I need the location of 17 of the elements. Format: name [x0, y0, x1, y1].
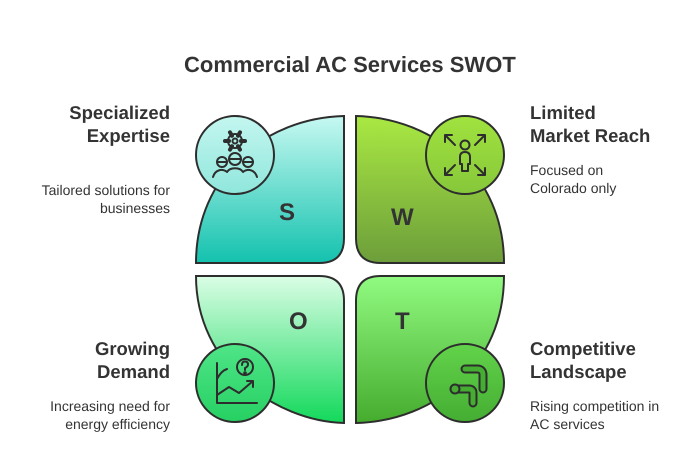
- quadrant-letter: T: [395, 310, 410, 334]
- quadrant-description: Rising competition in AC services: [530, 397, 660, 433]
- quadrant-heading: Competitive Landscape: [530, 337, 637, 383]
- diagram-title: Commercial AC Services SWOT: [184, 52, 516, 78]
- quadrant-letter: W: [391, 206, 414, 230]
- leaf-quadrant: [195, 115, 345, 264]
- quadrant-heading: Growing Demand: [94, 337, 170, 383]
- leaf-quadrant: [195, 275, 345, 424]
- quadrant-heading: Limited Market Reach: [530, 101, 652, 147]
- quadrant-description: Tailored solutions for businesses: [40, 181, 170, 217]
- leaf-quadrant: [355, 275, 505, 424]
- leaf-quadrant: [355, 115, 505, 264]
- quadrant-description: Focused on Colorado only: [530, 161, 618, 197]
- quadrant-description: Increasing need for energy efficiency: [49, 397, 170, 433]
- quadrant-heading: Specialized Expertise: [68, 101, 170, 147]
- quadrant-letter: O: [289, 310, 308, 334]
- quadrant-letter: S: [279, 201, 296, 225]
